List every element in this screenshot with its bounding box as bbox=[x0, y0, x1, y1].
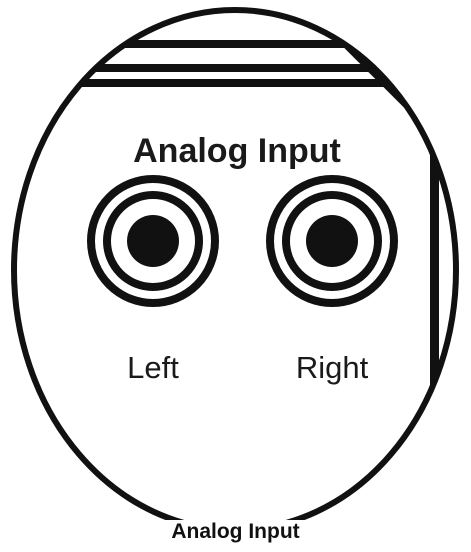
left-jack-label: Left bbox=[127, 350, 179, 385]
panel-edge-stripe bbox=[14, 40, 456, 48]
left-rca-jack bbox=[87, 175, 219, 307]
panel-side-edge bbox=[430, 128, 439, 428]
panel-closeup: Analog Input Left Right bbox=[14, 37, 456, 428]
right-rca-jack bbox=[266, 175, 398, 307]
right-jack-label: Right bbox=[296, 350, 369, 385]
panel-edge-stripe bbox=[14, 64, 456, 72]
analog-input-diagram: Analog Input Left Right bbox=[11, 7, 459, 520]
panel-title: Analog Input bbox=[133, 132, 341, 170]
magnifier-circle bbox=[11, 7, 459, 520]
panel-edge-stripe bbox=[14, 79, 456, 87]
figure-caption: Analog Input bbox=[171, 520, 300, 543]
